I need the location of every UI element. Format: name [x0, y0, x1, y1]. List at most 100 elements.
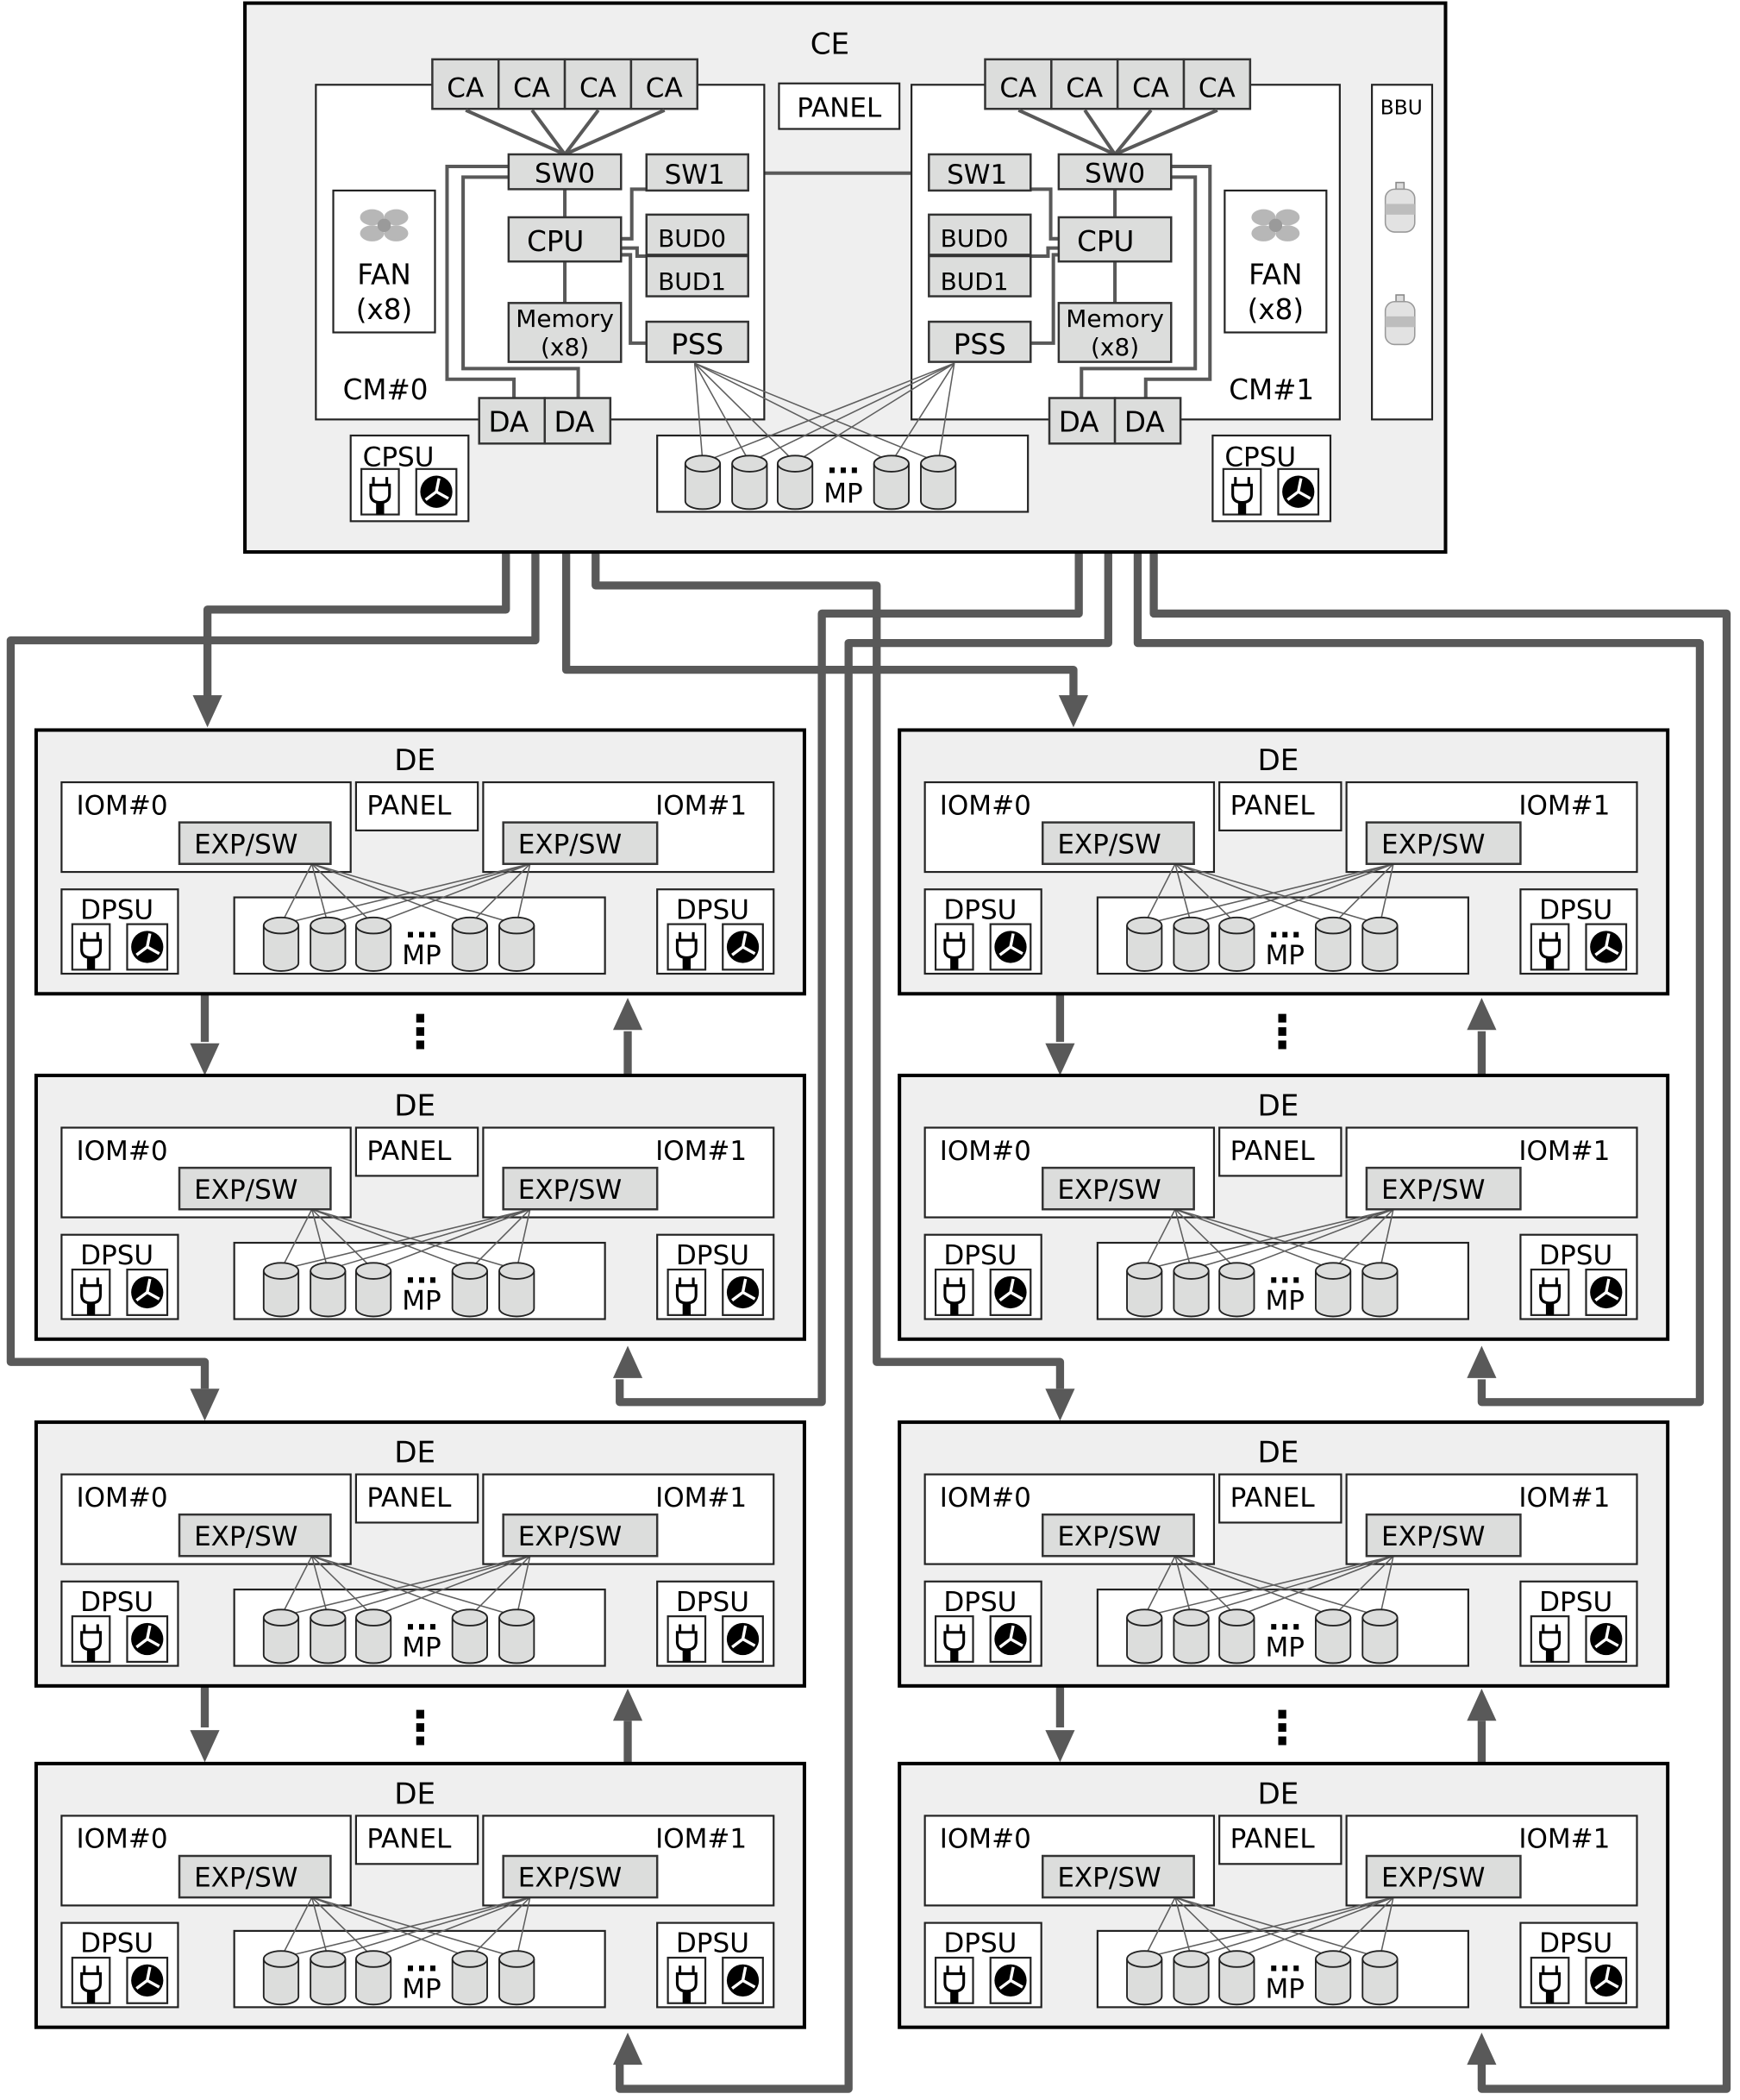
- battery-band: [1385, 316, 1415, 328]
- dpsu-label: DPSU: [676, 1928, 749, 1959]
- exp-disk-wire: [1143, 1555, 1176, 1617]
- de-panel: [354, 1473, 479, 1524]
- power-plug-icon: [934, 1956, 974, 2004]
- disk-body: [1361, 1270, 1399, 1318]
- disk-top: [498, 916, 535, 935]
- power-plug-icon: [667, 1956, 707, 2004]
- iom0-label: IOM#0: [76, 790, 167, 821]
- ca-label: CA: [646, 72, 683, 103]
- exp-sw-label: EXP/SW: [1381, 1521, 1485, 1552]
- disk-icon: [1218, 1262, 1255, 1318]
- dpsu-label: DPSU: [1539, 1240, 1612, 1271]
- fan-petal: [1275, 225, 1300, 241]
- disk-body: [1361, 925, 1399, 972]
- exp-disk-wire: [1174, 1208, 1380, 1270]
- exp-disk-wire: [516, 1209, 531, 1270]
- ca-slot: [1116, 58, 1186, 110]
- exp-disk-wire: [469, 1208, 531, 1270]
- vertical-ellipsis: ⋮: [1260, 1702, 1305, 1755]
- disk-body: [262, 1270, 300, 1318]
- psu-fan-icon: [126, 1615, 169, 1663]
- ca-slot: [563, 58, 633, 110]
- fan-label: FAN: [1249, 259, 1302, 291]
- ce-panel: [778, 82, 901, 130]
- dpsu-label: DPSU: [80, 1928, 153, 1959]
- fan-hub: [377, 218, 391, 233]
- disk-body: [310, 1270, 347, 1318]
- psu-fan-icon: [722, 1615, 764, 1663]
- cable-routes: ⋮⋮⋮⋮: [6, 443, 1731, 2093]
- arrow-up-icon: [612, 1688, 643, 1721]
- disk-body: [451, 1270, 488, 1318]
- bud1-chip: [928, 254, 1032, 298]
- fan-blades: [1594, 1278, 1619, 1302]
- ca-to-sw0-wire: [530, 109, 566, 156]
- disk-body: [1314, 1617, 1352, 1664]
- exp-disk-wire: [280, 1555, 313, 1617]
- fan-petal: [384, 209, 409, 226]
- plug-cord: [682, 1302, 691, 1315]
- sw0-label: SW0: [535, 159, 595, 190]
- disk-top: [451, 1950, 488, 1968]
- disk-body: [354, 1270, 392, 1318]
- de-title: DE: [394, 1777, 435, 1811]
- exp-disk-wire: [1236, 1555, 1394, 1617]
- ca-label: CA: [999, 72, 1036, 103]
- exp-disk-wire: [280, 862, 530, 925]
- pss-disk-wire: [702, 362, 955, 463]
- arrow-down-icon: [1045, 1730, 1075, 1763]
- disk-body: [498, 1270, 535, 1318]
- power-plug-icon: [71, 1615, 111, 1663]
- exp-disk-wire: [1174, 1555, 1334, 1617]
- mp-label: MP: [402, 940, 441, 971]
- disk-body: [1173, 1959, 1210, 2006]
- da-label: DA: [1059, 405, 1100, 438]
- dpsu-label: DPSU: [80, 1587, 153, 1618]
- plug-cord: [1545, 957, 1555, 970]
- ca-to-sw0-wire: [563, 109, 600, 156]
- iom1-label: IOM#1: [655, 1136, 747, 1167]
- bud0-chip: [645, 213, 749, 256]
- fan-box: [332, 189, 436, 334]
- plug-cord: [950, 1302, 959, 1315]
- exp-disk-wire: [372, 1896, 530, 1959]
- disk-top: [1173, 1262, 1210, 1280]
- disk-icon: [262, 1608, 300, 1664]
- power-plug-icon: [1530, 1268, 1570, 1316]
- de-panel-label: PANEL: [1230, 1483, 1316, 1514]
- exp-sw-label: EXP/SW: [1381, 1863, 1485, 1894]
- psu-fan-icon: [1585, 1268, 1628, 1316]
- iom1-label: IOM#1: [1518, 1483, 1610, 1514]
- dpsu-label: DPSU: [943, 1240, 1017, 1271]
- de-title: DE: [394, 743, 435, 778]
- cpu-chip: [507, 216, 623, 263]
- disk-body: [1314, 1270, 1352, 1318]
- cable-route: [1149, 443, 1731, 2093]
- disk-icon: [498, 1608, 535, 1664]
- exp-sw-chip: [1042, 1854, 1195, 1899]
- fan-petal: [360, 209, 385, 226]
- exp-disk-wire: [328, 1555, 530, 1617]
- memory-chip: [507, 302, 623, 363]
- exp-disk-wire: [311, 1896, 517, 1959]
- fan-blades: [135, 1278, 160, 1302]
- exp-sw-label: EXP/SW: [1057, 1863, 1161, 1894]
- exp-disk-wire: [280, 1896, 530, 1959]
- sw1-chip: [645, 153, 749, 192]
- power-plug-icon: [360, 467, 400, 516]
- exp-disk-wire: [328, 862, 530, 925]
- power-plug-icon: [71, 1956, 111, 2004]
- exp-disk-wire: [469, 1896, 531, 1959]
- exp-disk-wire: [311, 1555, 517, 1617]
- power-plug-icon: [667, 1268, 707, 1316]
- ca-slot: [1050, 58, 1119, 110]
- iom0-label: IOM#0: [76, 1136, 167, 1167]
- fan-petal: [1251, 209, 1276, 226]
